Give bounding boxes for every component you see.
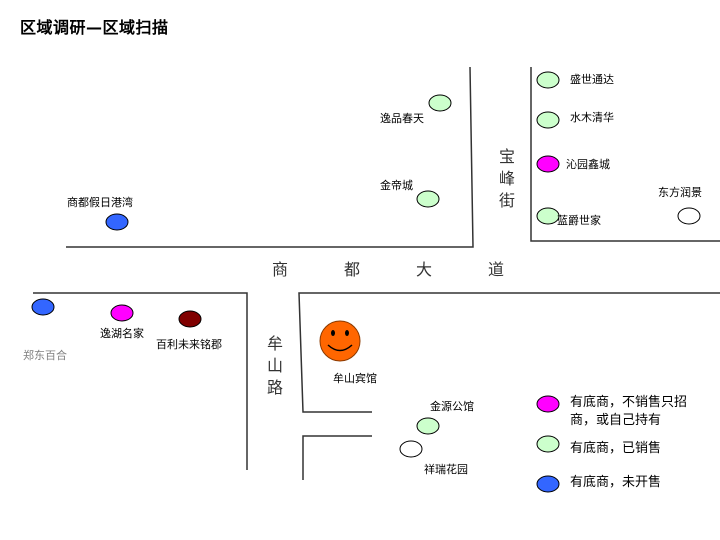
label-lanjue: 蓝爵世家 — [557, 213, 601, 227]
road-name-moushan-3: 路 — [267, 378, 283, 397]
road-name-baofeng-3: 街 — [499, 191, 515, 210]
road-name-baofeng-2: 峰 — [499, 169, 515, 188]
marker-jindi — [416, 190, 440, 208]
smiley-icon — [319, 320, 361, 362]
legend: 有底商，不销售只招 商，或自己持有 有底商，已销售 有底商，未开售 — [536, 394, 687, 493]
legend-green-line1: 有底商，已销售 — [570, 440, 661, 456]
marker-zhengdong — [31, 298, 55, 316]
label-yipin: 逸品春天 — [380, 112, 424, 125]
legend-blue-line1: 有底商，未开售 — [570, 474, 661, 490]
road-name-baofeng-1: 宝 — [499, 147, 515, 166]
marker-qinyuan — [536, 155, 560, 173]
marker-baili — [178, 310, 202, 328]
road-block-topright — [530, 67, 720, 242]
label-zhengdong: 郑东百合 — [23, 348, 67, 362]
label-baili: 百利未来铭郡 — [156, 337, 222, 351]
road-block-bottomleft — [33, 292, 248, 470]
label-qinyuan: 沁园鑫城 — [566, 157, 610, 171]
label-shuimu: 水木清华 — [570, 110, 614, 124]
road-block-center-top — [298, 292, 720, 413]
road-lines — [33, 66, 720, 480]
legend-swatch-green — [536, 435, 560, 453]
label-shengshi: 盛世通达 — [570, 72, 614, 86]
road-name-shangdu-2: 都 — [344, 260, 360, 279]
label-moushan-hotel: 牟山宾馆 — [333, 371, 377, 385]
legend-magenta-line2: 商，或自己持有 — [570, 413, 661, 428]
road-block-center-bottom — [302, 435, 372, 480]
marker-dongfang — [677, 207, 701, 225]
smiley-eye-left — [331, 330, 335, 336]
label-dongfang: 东方润景 — [658, 185, 702, 199]
marker-yipin — [428, 94, 452, 112]
smiley-face — [319, 320, 361, 362]
road-name-moushan-1: 牟 — [267, 334, 283, 353]
label-shangdu-jiari: 商都假日港湾 — [67, 195, 133, 209]
road-name-shangdu-3: 大 — [416, 260, 432, 279]
smiley-eye-right — [345, 330, 349, 336]
label-yihu: 逸湖名家 — [100, 326, 144, 340]
road-name-shangdu-4: 道 — [488, 260, 504, 279]
label-jindi: 金帝城 — [380, 178, 413, 192]
marker-shangdu-jiari — [105, 213, 129, 231]
marker-lanjue — [536, 207, 560, 225]
marker-shuimu — [536, 111, 560, 129]
marker-shengshi — [536, 71, 560, 89]
road-name-moushan-2: 山 — [267, 356, 283, 375]
marker-xiangrui — [399, 440, 423, 458]
road-block-topleft — [66, 66, 474, 248]
smiley-mouth — [327, 344, 353, 352]
legend-swatch-magenta — [536, 395, 560, 413]
label-jinyuan: 金源公馆 — [430, 399, 474, 413]
road-name-shangdu-1: 商 — [272, 260, 288, 279]
label-xiangrui: 祥瑞花园 — [424, 462, 468, 476]
marker-jinyuan — [416, 417, 440, 435]
legend-swatch-blue — [536, 475, 560, 493]
page-title: 区域调研—区域扫描 — [20, 18, 169, 37]
marker-yihu — [110, 304, 134, 322]
legend-magenta-line1: 有底商，不销售只招 — [570, 394, 687, 410]
